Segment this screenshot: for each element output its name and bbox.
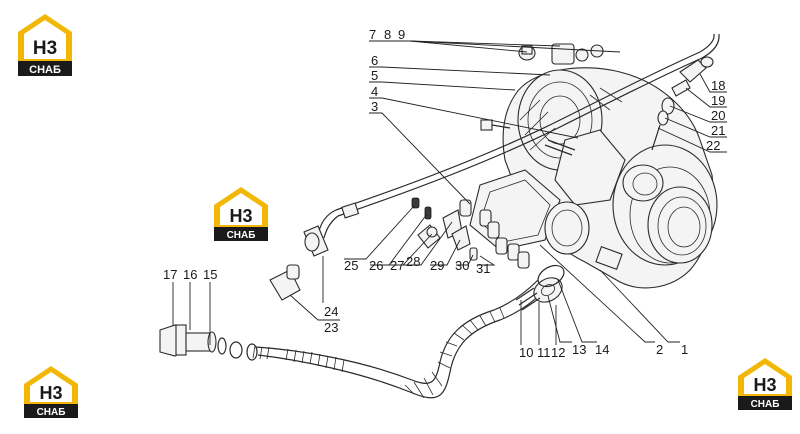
label-part-1: 1 bbox=[681, 342, 688, 357]
label-part-29: 29 bbox=[430, 258, 444, 273]
label-part-26: 26 bbox=[369, 258, 383, 273]
label-part-30: 30 bbox=[455, 258, 469, 273]
label-part-9: 9 bbox=[398, 27, 405, 42]
leader-lines bbox=[172, 40, 727, 345]
label-part-2: 2 bbox=[656, 342, 663, 357]
label-part-5: 5 bbox=[371, 68, 378, 83]
label-part-17: 17 bbox=[163, 267, 177, 282]
logo-mark: H3 bbox=[39, 383, 62, 403]
oil-feed-line bbox=[269, 33, 720, 301]
label-part-8: 8 bbox=[384, 27, 391, 42]
label-part-25: 25 bbox=[344, 258, 358, 273]
logo-mark: H3 bbox=[229, 206, 252, 226]
logo-caption: СНАБ bbox=[751, 399, 780, 410]
label-part-22: 22 bbox=[706, 138, 720, 153]
label-part-10: 10 bbox=[519, 345, 533, 360]
logo-top-left: H3 СНАБ bbox=[18, 14, 72, 76]
logo-middle-left: H3 СНАБ bbox=[214, 187, 268, 241]
label-part-11: 11 bbox=[537, 345, 551, 360]
logo-mark: H3 bbox=[33, 38, 57, 59]
label-part-12: 12 bbox=[551, 345, 565, 360]
drain-fitting-parts bbox=[159, 324, 258, 361]
logo-caption: СНАБ bbox=[37, 407, 66, 418]
label-part-4: 4 bbox=[371, 84, 378, 99]
label-part-21: 21 bbox=[711, 123, 725, 138]
logo-caption: СНАБ bbox=[29, 64, 61, 76]
part-labels: 7 8 9 6 5 4 3 18 19 20 21 22 25 26 27 28… bbox=[163, 27, 725, 360]
label-part-28: 28 bbox=[406, 254, 420, 269]
logo-bottom-left: H3 СНАБ bbox=[24, 366, 78, 418]
label-part-13: 13 bbox=[572, 342, 586, 357]
label-part-15: 15 bbox=[203, 267, 217, 282]
label-part-20: 20 bbox=[711, 108, 725, 123]
logo-mark: H3 bbox=[753, 375, 776, 395]
label-part-27: 27 bbox=[390, 258, 404, 273]
oil-return-line bbox=[252, 264, 565, 399]
label-part-31: 31 bbox=[476, 261, 490, 276]
logo-bottom-right: H3 СНАБ bbox=[738, 358, 792, 410]
label-part-3: 3 bbox=[371, 99, 378, 114]
label-part-24: 24 bbox=[324, 304, 338, 319]
label-part-6: 6 bbox=[371, 53, 378, 68]
small-parts bbox=[411, 197, 530, 269]
label-part-23: 23 bbox=[324, 320, 338, 335]
label-part-14: 14 bbox=[595, 342, 609, 357]
label-part-16: 16 bbox=[183, 267, 197, 282]
label-part-18: 18 bbox=[711, 78, 725, 93]
label-part-7: 7 bbox=[369, 27, 376, 42]
label-part-19: 19 bbox=[711, 93, 725, 108]
logo-caption: СНАБ bbox=[227, 230, 256, 241]
